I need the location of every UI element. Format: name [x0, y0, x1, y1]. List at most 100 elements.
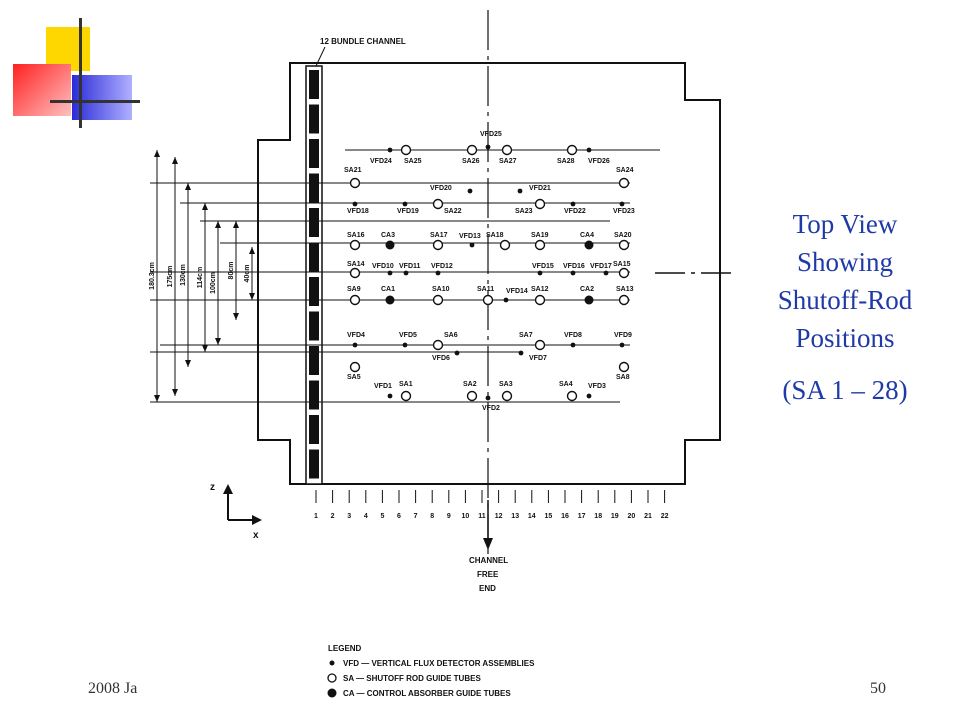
sa-guide-tube-icon	[432, 198, 444, 210]
legend-filled-circle-icon	[327, 688, 337, 698]
vfd-assembly-icon	[570, 270, 576, 276]
rod-label: SA14	[347, 261, 365, 268]
sa-guide-tube-icon	[349, 361, 361, 373]
dimension-arrow	[202, 203, 208, 210]
dimension-arrow	[154, 150, 160, 157]
vfd-assembly-icon	[518, 350, 524, 356]
vfd-assembly-icon	[402, 201, 408, 207]
sa-guide-tube-icon	[534, 339, 546, 351]
bundle-channel-label: 12 BUNDLE CHANNEL	[320, 37, 406, 46]
rod-label: VFD24	[370, 158, 392, 165]
column-number: 19	[611, 513, 619, 520]
dimension-label: 114cm	[197, 267, 204, 288]
ca-guide-tube-icon	[385, 295, 395, 305]
rod-label: VFD15	[532, 263, 554, 270]
bundle-segment	[309, 104, 319, 134]
rod-label: SA19	[531, 232, 549, 239]
vfd-assembly-icon	[387, 393, 393, 399]
bundle-segment	[309, 449, 319, 479]
deco-red-square	[13, 64, 71, 116]
rod-label: VFD12	[431, 263, 453, 270]
vfd-assembly-icon	[570, 201, 576, 207]
column-number: 7	[414, 513, 418, 520]
vfd-assembly-icon	[402, 342, 408, 348]
vfd-assembly-icon	[387, 147, 393, 153]
column-number: 20	[628, 513, 636, 520]
dimension-arrow	[185, 360, 191, 367]
rod-label: VFD5	[399, 332, 417, 339]
vfd-assembly-icon	[537, 270, 543, 276]
rod-label: VFD17	[590, 263, 612, 270]
column-number: 18	[594, 513, 602, 520]
bundle-channel	[305, 65, 323, 485]
dimension-arrow	[233, 313, 239, 320]
dimension-arrow	[154, 395, 160, 402]
axis-x-label: x	[253, 530, 259, 541]
bundle-segment	[309, 415, 319, 444]
column-number: 11	[478, 513, 486, 520]
sa-guide-tube-icon	[400, 144, 412, 156]
vfd-assembly-icon	[352, 201, 358, 207]
slide-subtitle: (SA 1 – 28)	[782, 375, 908, 405]
sa-guide-tube-icon	[501, 390, 513, 402]
dimension-label: 80cm	[228, 262, 235, 280]
column-number: 6	[397, 513, 401, 520]
vfd-assembly-icon	[467, 188, 473, 194]
sa-guide-tube-icon	[499, 239, 511, 251]
title-line-3: Shutoff-Rod	[777, 285, 913, 315]
sa-guide-tube-icon	[349, 294, 361, 306]
rod-label: SA18	[486, 232, 504, 239]
row-lines	[150, 149, 660, 403]
legend-item-ca: CA — CONTROL ABSORBER GUIDE TUBES	[343, 689, 511, 698]
calandria-outline	[257, 62, 721, 485]
ca-guide-tube-icon	[584, 240, 594, 250]
deco-horizontal-line	[50, 100, 140, 103]
rod-label: SA6	[444, 332, 458, 339]
page-number: 50	[870, 680, 886, 697]
rod-label: VFD26	[588, 158, 610, 165]
dimension-arrow	[215, 338, 221, 345]
rod-label: VFD11	[399, 263, 421, 270]
rod-label: SA28	[557, 158, 575, 165]
rod-label: SA8	[616, 374, 630, 381]
sa-guide-tube-icon	[466, 390, 478, 402]
ca-guide-tube-icon	[584, 295, 594, 305]
vfd-assembly-icon	[469, 242, 475, 248]
vfd-assembly-icon	[570, 342, 576, 348]
rod-label: SA24	[616, 167, 634, 174]
vfd-assembly-icon	[619, 201, 625, 207]
rod-label: VFD23	[613, 208, 635, 215]
legend-dot-icon	[329, 660, 335, 666]
column-number: 4	[364, 513, 368, 520]
rod-label: SA23	[515, 208, 533, 215]
rod-label: VFD16	[563, 263, 585, 270]
dimension-label: 180.3cm	[149, 262, 156, 290]
title-line-4: Positions	[795, 323, 895, 353]
rod-label: SA16	[347, 232, 365, 239]
sa-guide-tube-icon	[349, 267, 361, 279]
rod-label: SA15	[613, 261, 631, 268]
column-number: 14	[528, 513, 536, 520]
vfd-assembly-icon	[586, 147, 592, 153]
sa-guide-tube-icon	[534, 239, 546, 251]
axis-z-label: z	[210, 482, 215, 493]
column-number: 9	[447, 513, 451, 520]
column-number: 1	[314, 513, 318, 520]
column-number: 21	[644, 513, 652, 520]
vfd-assembly-icon	[586, 393, 592, 399]
dimension-arrow	[249, 293, 255, 300]
rod-label: CA4	[580, 232, 594, 239]
dimension-arrow	[215, 221, 221, 228]
rod-label: VFD13	[459, 233, 481, 240]
sa-guide-tube-icon	[618, 294, 630, 306]
rod-label: CA1	[381, 286, 395, 293]
sa-guide-tube-icon	[466, 144, 478, 156]
rod-label: VFD19	[397, 208, 419, 215]
rod-label: SA20	[614, 232, 632, 239]
vfd-assembly-icon	[387, 270, 393, 276]
column-number: 15	[545, 513, 553, 520]
dimension-label: 100cm	[210, 272, 217, 294]
column-number: 5	[380, 513, 384, 520]
